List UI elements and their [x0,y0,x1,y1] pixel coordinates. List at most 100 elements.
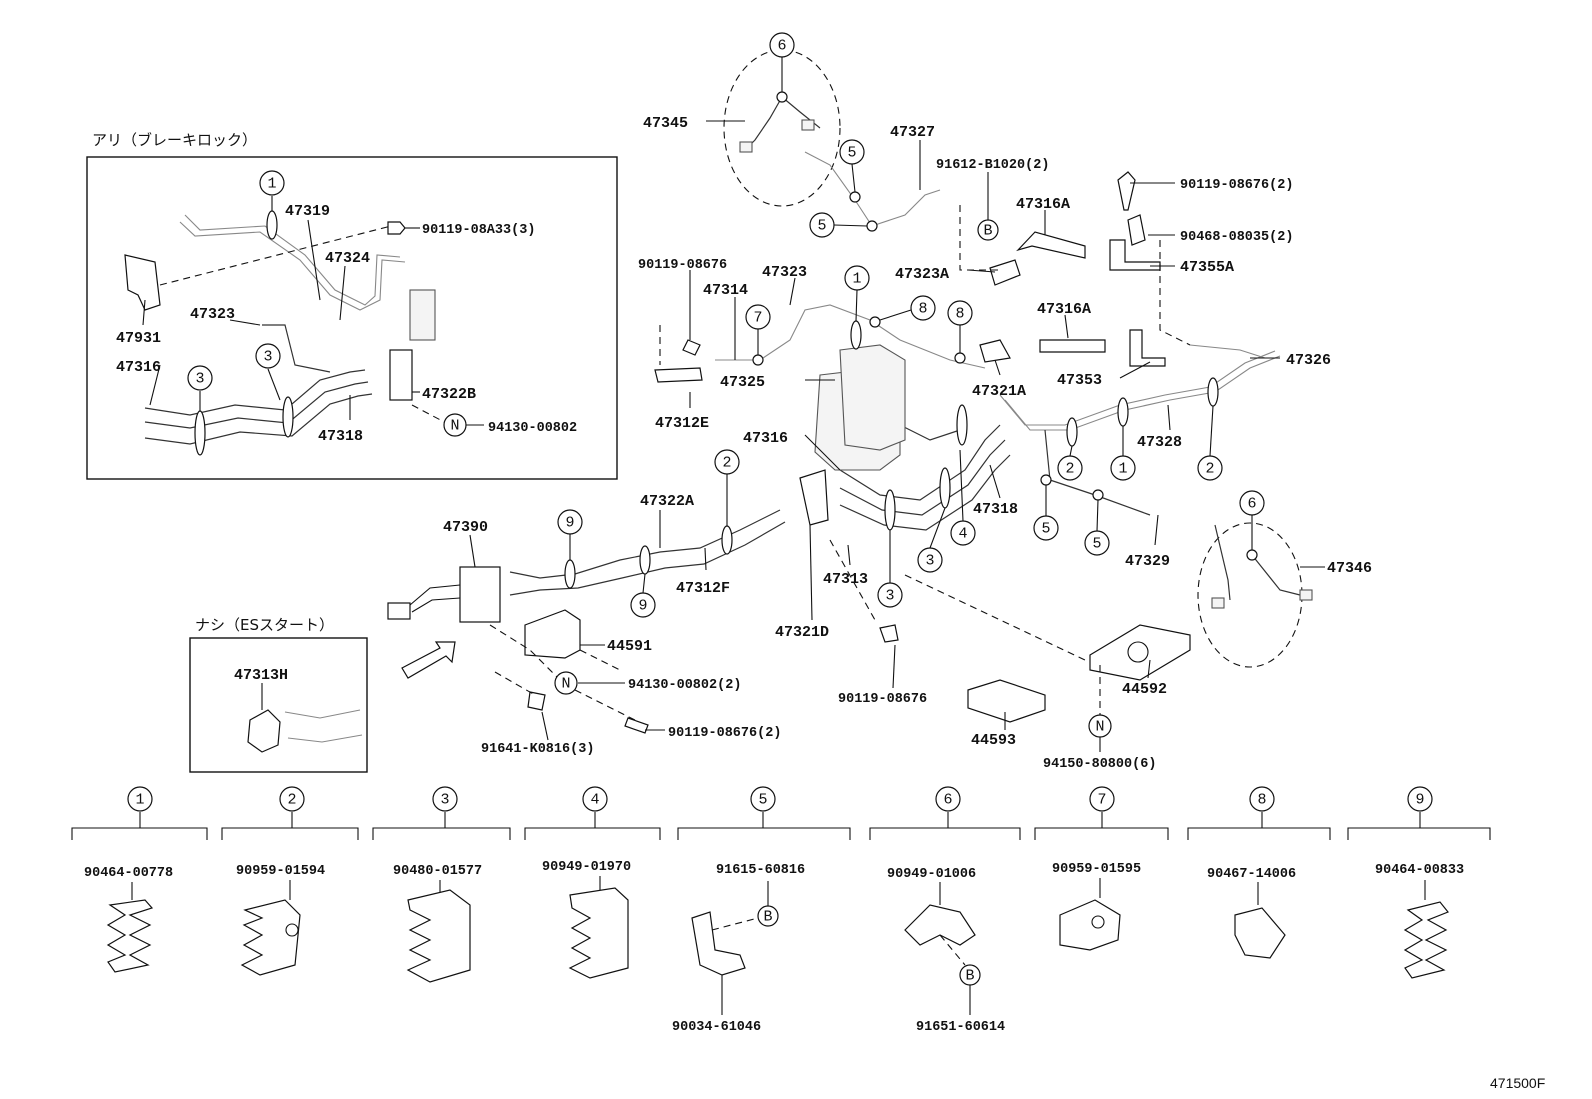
bolt-90119-mid-icon [879,624,899,643]
legend-part-4: 90949-01970 [542,860,631,875]
svg-text:4: 4 [958,526,967,543]
label-47328: 47328 [1137,434,1182,451]
label-91641-k0816: 91641-K0816(3) [481,742,594,757]
legend-part-5: 91615-60816 [716,863,805,878]
label-47316: 47316 [116,359,161,376]
ref-circle-3 [187,365,213,391]
bracket-47355a [1109,239,1161,271]
bolt-91641-icon [527,691,546,711]
label-47326: 47326 [1286,352,1331,369]
clamp-6-icon [904,904,976,966]
legend-part-2: 90959-01594 [236,864,325,879]
svg-text:N: N [561,676,570,693]
ref-circle-n [443,413,467,437]
bolt-90119-low-icon [624,717,649,734]
legend-part-9: 90464-00833 [1375,863,1464,878]
label-90119-08676-mid: 90119-08676 [838,692,927,707]
bracket-44591 [524,609,581,659]
switch-47390-shape [459,566,501,623]
label-47313: 47313 [823,571,868,588]
legend-sub-ref-6: B [965,968,974,985]
label-47390: 47390 [443,519,488,536]
label-91612-b1020: 91612-B1020(2) [936,158,1049,173]
legend-ref-5: 5 [758,792,767,809]
label-47325: 47325 [720,374,765,391]
label-47314: 47314 [703,282,748,299]
group-47346-outline [1197,522,1303,668]
label-94130-00802: 94130-00802 [488,421,577,436]
bracket-47323a [989,259,1021,286]
legend-part-1: 90464-00778 [84,866,173,881]
figure-id: 471500F [1490,1075,1545,1091]
clamp-7-icon [1059,878,1121,951]
legend-ref-8: 8 [1257,792,1266,809]
inset-top-frame [86,156,618,480]
bracket-47312e [654,367,703,383]
ref-n: N [450,418,459,435]
label-47345: 47345 [643,115,688,132]
label-44592: 44592 [1122,681,1167,698]
label-47321d: 47321D [775,624,829,641]
inset-es-start: ナシ（ESスタート） 47313H [189,616,456,773]
legend-ref-6: 6 [943,792,952,809]
label-47322a: 47322A [640,493,694,510]
label-90119-08676-low: 90119-08676(2) [668,726,781,741]
label-47329: 47329 [1125,553,1170,570]
svg-text:2: 2 [1065,461,1074,478]
clip-3-shape [194,410,206,456]
bracket-47321d [799,469,829,526]
clamp-3-icon [406,880,471,983]
clamp-2-icon [240,880,301,976]
ref-1: 1 [267,176,276,193]
legend-sub-ref-5: B [763,909,772,926]
label-47316: 47316 [743,430,788,447]
label-47319: 47319 [285,203,330,220]
clip-3b-shape [282,396,294,438]
main-ref-circles: 6 5 5 B 1 8 8 7 2 1 2 2 5 5 [554,32,1265,738]
bolt-90119-left-icon [682,339,701,356]
svg-text:5: 5 [1092,536,1101,553]
clamp-4-icon [568,876,629,979]
label-47313h: 47313H [234,667,288,684]
ref-3: 3 [195,371,204,388]
svg-text:5: 5 [1041,521,1050,538]
svg-text:5: 5 [847,145,856,162]
label-47346: 47346 [1327,560,1372,577]
clip-1-shape [266,210,278,240]
svg-text:7: 7 [753,310,762,327]
switch-47313h-shape [247,709,281,753]
clamp-legend: 1 2 3 4 5 6 7 8 9 90464-00778 90959-0159… [71,786,1491,1035]
label-47327: 47327 [890,124,935,141]
label-47312e: 47312E [655,415,709,432]
label-47323: 47323 [762,264,807,281]
label-90119-08676-left: 90119-08676 [638,258,727,273]
label-47316a-top: 47316A [1016,196,1070,213]
label-47353: 47353 [1057,372,1102,389]
label-47312f: 47312F [676,580,730,597]
legend-part-7: 90959-01595 [1052,862,1141,877]
bracket-47353 [1129,329,1166,367]
bracket-47321a [979,339,1011,363]
svg-text:2: 2 [1205,461,1214,478]
nut-90468-icon [1127,214,1146,246]
legend-ref-3: 3 [440,792,449,809]
legend-ref-7: 7 [1097,792,1106,809]
bolt-90119-top-icon [1117,171,1136,211]
block-47322b-shape [389,349,413,401]
svg-text:6: 6 [1247,496,1256,513]
clamp-8-icon [1234,882,1286,959]
legend-ref-9: 9 [1415,792,1424,809]
label-94130-00802: 94130-00802(2) [628,678,741,693]
svg-text:B: B [983,223,992,240]
plate-44592 [1089,624,1191,681]
label-44591: 44591 [607,638,652,655]
label-47318: 47318 [318,428,363,445]
legend-part-8: 90467-14006 [1207,867,1296,882]
legend-ref-1: 1 [135,792,144,809]
label-47322b: 47322B [422,386,476,403]
hose-47316a-top [1016,231,1086,259]
svg-text:8: 8 [955,306,964,323]
inset-bottom-frame [189,637,368,773]
arrow-icon [401,641,456,679]
